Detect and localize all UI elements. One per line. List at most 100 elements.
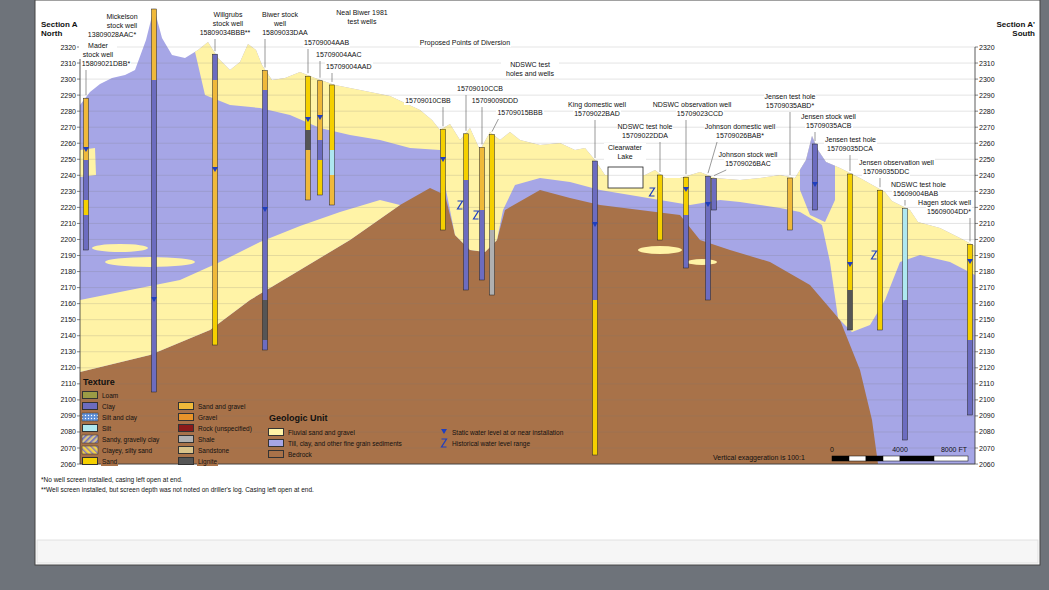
legend-pattern [82,435,98,443]
well-id: 15709010CCB [456,84,504,93]
leader-line [714,170,726,176]
legend-swatch [82,402,98,410]
well-name: Jensen stock well [800,112,857,121]
well-segment [84,200,89,215]
well-id: 15809021DBB* [81,59,131,68]
leader-line [466,95,467,131]
well-segment [213,80,218,300]
elevation-label: 2240 [59,171,77,180]
legend-swatch [178,402,194,410]
elevation-label: 2190 [978,251,996,260]
water-level-marker [305,117,311,122]
legend-label: Fluvial sand and gravel [287,428,356,437]
axis-tick [77,431,80,432]
legend-swatch [268,450,284,458]
well-id: 15709004AAC [315,50,363,59]
well-segment [712,179,717,210]
well-segment [706,176,711,300]
well-segment [903,300,908,440]
well-segment [318,81,323,140]
well-segment [684,215,689,268]
well-name: Biwer stock well [261,10,299,28]
legend-label: Loam [101,391,119,400]
well-casing [330,85,335,205]
leader-line [492,119,498,132]
leader-line [265,39,266,68]
lake-label: Clearwater Lake [604,143,646,161]
axis-tick [77,95,80,96]
well-name: Johnson stock well [718,150,779,159]
well-segment [318,160,323,195]
legend-swatch [178,446,194,454]
well-casing [788,178,793,230]
elevation-label: 2100 [978,395,996,404]
elevation-label: 2250 [978,155,996,164]
elevation-label: 2200 [59,235,77,244]
elevation-label: 2180 [978,267,996,276]
legend-label: Lignite [197,457,218,466]
legend-swatch [82,457,98,465]
leader-line [443,107,444,126]
legend-label: Clayey, silty sand [101,446,153,455]
well-segment [213,300,218,345]
elevation-label: 2270 [59,123,77,132]
well-group-label: Neal Biwer 1981 test wells [330,8,394,26]
scale-note: Vertical exaggeration is 100:1 [712,453,806,462]
leader-line [308,49,309,73]
well-segment [318,140,323,160]
grid-line [80,351,975,352]
elevation-label: 2300 [59,75,77,84]
well-id: 15809033DAA [261,28,309,37]
panel-footer [37,540,1038,563]
elevation-label: 2140 [59,331,77,340]
axis-line [975,47,976,464]
well-id: 15709023CCD [676,109,724,118]
axis-tick [77,159,80,160]
scale-label: 4000 [891,445,909,454]
panel [35,0,1040,565]
well-name: King domestic well [567,100,627,109]
well-group-label: NDSWC test holes and wells [501,60,559,78]
well-segment [263,300,268,340]
well-segment [968,340,973,415]
legend-swatch [178,424,194,432]
water-level-marker [812,182,818,187]
elevation-label: 2220 [978,203,996,212]
well-id: 15709026BAC [724,159,772,168]
legend-label: Historical water level range [451,439,531,448]
elevation-label: 2080 [978,427,996,436]
leader-line [905,200,906,206]
legend-label: Sand and gravel [197,402,246,411]
well-casing [848,174,853,330]
well-segment [878,190,883,330]
well-id: 15809034BBB** [199,28,252,37]
fluvial-lens [105,257,195,267]
legend-label: Static water level at or near installati… [451,428,564,437]
elevation-label: 2080 [59,427,77,436]
well-segment [330,85,335,150]
scale-label: 0 [829,445,835,454]
well-name: Jensen observation well [858,158,935,167]
axis-tick [77,143,80,144]
well-segment [330,150,335,175]
well-casing [968,244,973,415]
well-name: Johnson domestic well [704,122,776,131]
well-id: 15609004DD* [926,207,972,216]
axis-tick [77,367,80,368]
well-segment [658,175,663,240]
leader-line [320,61,321,78]
water-range-marker [474,211,479,219]
legend-label: Till, clay, and other fine grain sedimen… [287,439,403,448]
well-segment [464,180,469,290]
well-name: Jensen test hole [764,92,817,101]
legend-heading: Texture [82,377,116,388]
well-id: 15709010CBB [404,96,452,105]
axis-tick [77,271,80,272]
scale-label: 8000 FT [940,445,968,454]
well-segment [306,130,311,150]
well-segment [464,134,469,180]
elevation-label: 2060 [978,460,996,469]
leader-line [660,142,661,172]
well-id: 15609004BAB [892,189,939,198]
fluvial-lens [92,244,148,252]
